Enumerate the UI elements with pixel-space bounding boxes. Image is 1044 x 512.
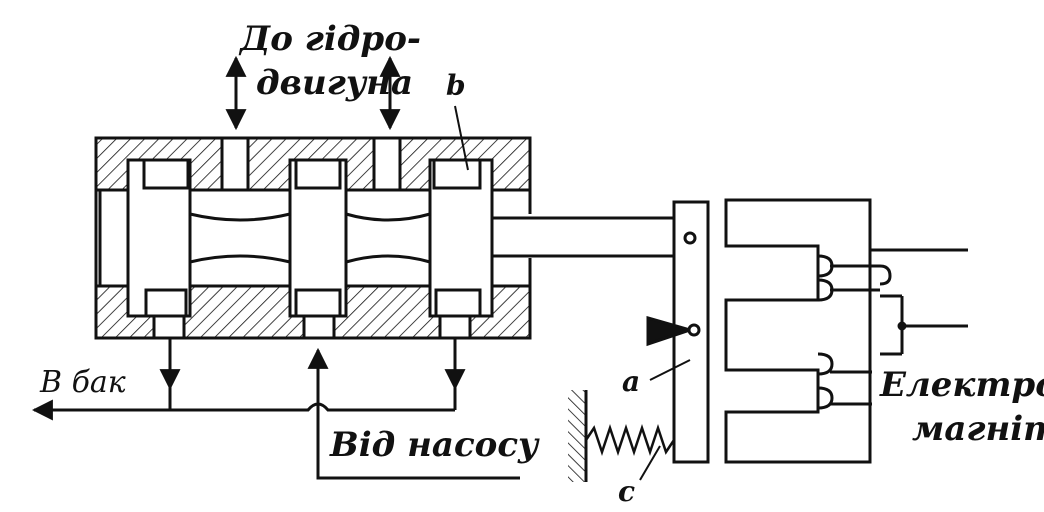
spring-assembly xyxy=(568,390,676,482)
spool-neck-left xyxy=(189,212,291,264)
motor-port-left xyxy=(220,136,250,192)
electromagnet-label-line2: магніт xyxy=(912,409,1044,449)
to-motor-label-line2: двигуна xyxy=(256,63,413,103)
spool-neck-right xyxy=(345,212,431,264)
from-pump-label: Від насосу xyxy=(330,425,539,465)
spool-b-label: b xyxy=(446,69,466,102)
lower-coil xyxy=(817,352,872,410)
tank-port-right xyxy=(438,314,472,340)
to-tank-label: В бак xyxy=(40,365,126,400)
lever-a-label: a xyxy=(622,365,641,398)
upper-coil xyxy=(817,254,892,302)
flow-lines xyxy=(31,55,520,480)
lever-pin xyxy=(683,231,697,245)
magnet-core xyxy=(724,198,872,464)
pump-port xyxy=(302,314,336,340)
tank-return-line xyxy=(31,399,455,421)
electromagnet-label-line1: Електро- xyxy=(880,365,1044,405)
lever xyxy=(646,200,710,464)
spool xyxy=(98,158,676,318)
spool-rod xyxy=(490,216,676,258)
fixed-wall xyxy=(568,390,586,482)
electromagnet xyxy=(724,198,968,464)
to-motor-label-line1: До гідро- xyxy=(240,19,421,59)
tank-port-left xyxy=(152,314,186,340)
pump-supply-line xyxy=(307,347,520,480)
coil-leads xyxy=(870,248,968,356)
spring xyxy=(584,424,676,456)
fulcrum xyxy=(646,316,696,347)
motor-port-right xyxy=(372,136,402,192)
spring-c-label: c xyxy=(618,475,636,508)
